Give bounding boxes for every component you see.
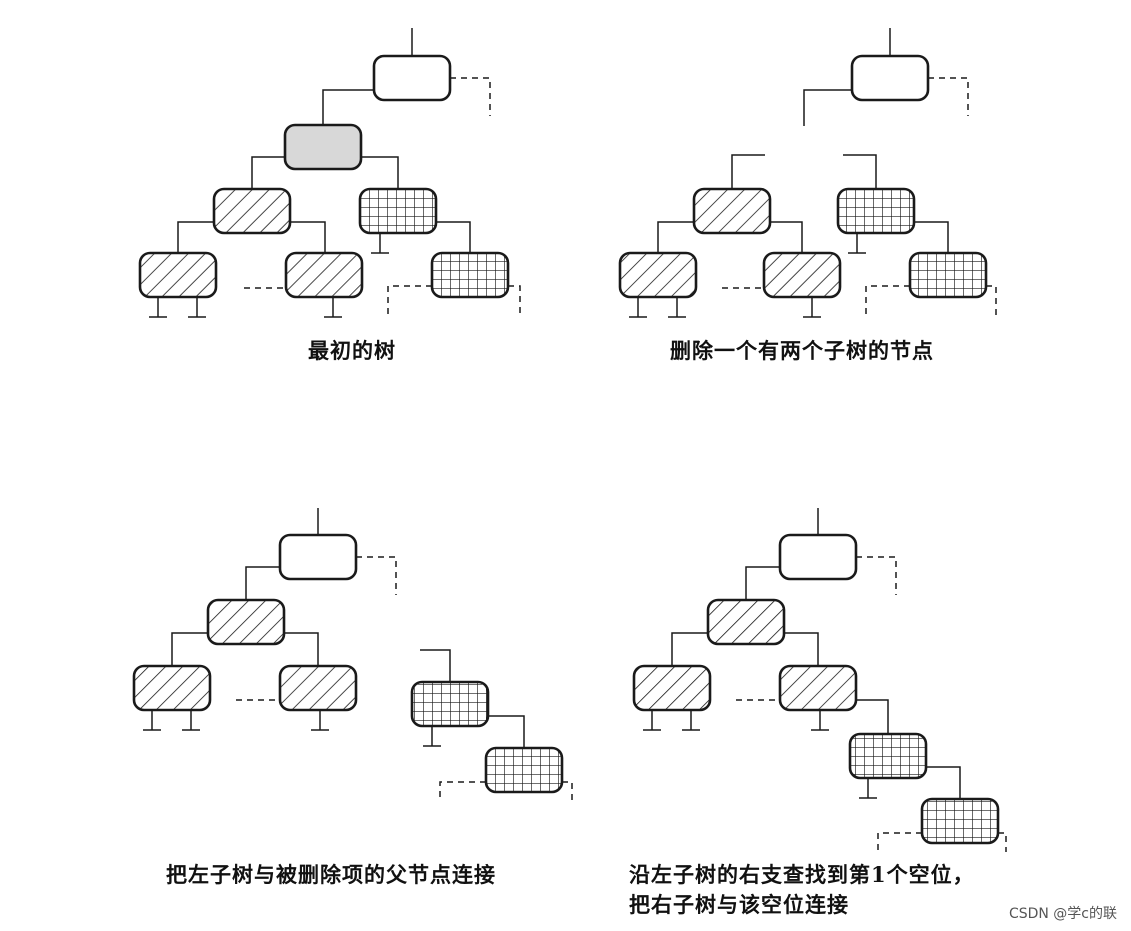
p3-null-b bbox=[182, 710, 200, 731]
p4-null-c bbox=[811, 710, 829, 731]
p2-root-left-link bbox=[803, 89, 852, 126]
p4-rs-right-child bbox=[920, 797, 1000, 845]
p3-dashed-l bbox=[439, 781, 486, 800]
tree-links bbox=[143, 28, 1007, 852]
p3-null-a bbox=[143, 710, 161, 731]
p1-null-c bbox=[324, 297, 342, 318]
p2-left-subtree-root bbox=[692, 187, 772, 235]
p1-del-right-link bbox=[360, 156, 399, 191]
p2-root-right-dashed bbox=[928, 77, 969, 116]
p4-ls-right-link bbox=[784, 632, 819, 667]
p1-deleted-node bbox=[283, 123, 363, 171]
p2-rs-right-link bbox=[914, 221, 949, 255]
p1-rs-left-null bbox=[371, 233, 389, 254]
p3-rs-left-null bbox=[423, 726, 441, 747]
p4-root-node bbox=[778, 533, 858, 581]
p3-right-subtree-root bbox=[410, 680, 490, 728]
p2-null-c bbox=[803, 297, 821, 318]
p4-empty-slot-link bbox=[856, 699, 889, 735]
caption-initial-text: 最初的树 bbox=[308, 338, 396, 363]
caption-find-line1: 沿左子树的右支查找到第1个空位， bbox=[629, 862, 975, 887]
p1-ls-right-link bbox=[290, 221, 326, 255]
p3-ls-left-link bbox=[171, 632, 208, 667]
p1-ls-right-child bbox=[284, 251, 364, 299]
p4-root-right-dashed bbox=[856, 556, 897, 595]
p1-root-left-link bbox=[322, 89, 374, 126]
p3-root-node bbox=[278, 533, 358, 581]
p3-detached-stem bbox=[420, 649, 451, 684]
p2-left-orphan-link bbox=[731, 154, 765, 191]
caption-attach-left-text: 把左子树与被删除项的父节点连接 bbox=[166, 862, 496, 887]
p3-root-right-dashed bbox=[356, 556, 397, 595]
p4-ls-left-child bbox=[632, 664, 712, 712]
p4-dashed-r bbox=[998, 832, 1007, 852]
p2-ls-right-child bbox=[762, 251, 842, 299]
caption-delete-node: 删除一个有两个子树的节点 bbox=[670, 336, 934, 366]
p1-left-subtree-root bbox=[212, 187, 292, 235]
p2-rs-right-child bbox=[908, 251, 988, 299]
p2-ls-left-link bbox=[657, 221, 694, 255]
p4-null-b bbox=[682, 710, 700, 731]
p4-right-subtree-root bbox=[848, 732, 928, 780]
p3-root-left-link bbox=[245, 566, 280, 602]
p2-dashed-r bbox=[986, 285, 997, 316]
p1-ls-left-link bbox=[177, 221, 214, 255]
caption-initial-tree: 最初的树 bbox=[308, 336, 396, 366]
csdn-watermark: CSDN @学c的联 bbox=[1008, 906, 1117, 922]
p3-dashed-r bbox=[562, 781, 573, 800]
p2-right-orphan-link bbox=[843, 154, 877, 191]
p2-null-a bbox=[629, 297, 647, 318]
p1-null-b bbox=[188, 297, 206, 318]
p4-rs-right-link bbox=[926, 766, 961, 801]
caption-attach-left: 把左子树与被删除项的父节点连接 bbox=[166, 860, 496, 890]
p1-rs-right-link bbox=[436, 221, 471, 255]
p1-dashed-r bbox=[508, 285, 521, 316]
p4-ls-left-link bbox=[671, 632, 708, 667]
p4-null-a bbox=[643, 710, 661, 731]
p3-ls-right-link bbox=[284, 632, 319, 667]
caption-find-empty-slot: 沿左子树的右支查找到第1个空位， 把右子树与该空位连接 bbox=[629, 860, 975, 920]
p4-rs-left-null bbox=[859, 778, 877, 799]
p1-root-right-dashed bbox=[450, 77, 491, 116]
p3-left-subtree-root bbox=[206, 598, 286, 646]
p2-rs-left-null bbox=[848, 233, 866, 254]
caption-find-line2: 把右子树与该空位连接 bbox=[629, 892, 849, 917]
p1-null-a bbox=[149, 297, 167, 318]
p1-rs-right-child bbox=[430, 251, 510, 299]
p2-ls-right-link bbox=[770, 221, 803, 255]
p1-dashed-l bbox=[387, 285, 432, 316]
p3-rs-right-link bbox=[488, 715, 525, 750]
p1-ls-left-child bbox=[138, 251, 218, 299]
p4-root-left-link bbox=[745, 566, 780, 602]
p1-right-subtree-root bbox=[358, 187, 438, 235]
p1-root-node bbox=[372, 54, 452, 102]
p2-dashed-l bbox=[865, 285, 910, 316]
tree-nodes bbox=[132, 54, 1000, 845]
p4-left-subtree-root bbox=[706, 598, 786, 646]
p3-ls-right-child bbox=[278, 664, 358, 712]
p1-del-left-link bbox=[251, 156, 286, 191]
p2-right-subtree-root bbox=[836, 187, 916, 235]
p3-ls-left-child bbox=[132, 664, 212, 712]
p2-null-b bbox=[668, 297, 686, 318]
p4-dashed-l bbox=[877, 832, 922, 852]
p2-root-node bbox=[850, 54, 930, 102]
caption-delete-text: 删除一个有两个子树的节点 bbox=[670, 338, 934, 363]
p3-null-c bbox=[311, 710, 329, 731]
p2-ls-left-child bbox=[618, 251, 698, 299]
p4-ls-right-child bbox=[778, 664, 858, 712]
p3-rs-right-child bbox=[484, 746, 564, 794]
